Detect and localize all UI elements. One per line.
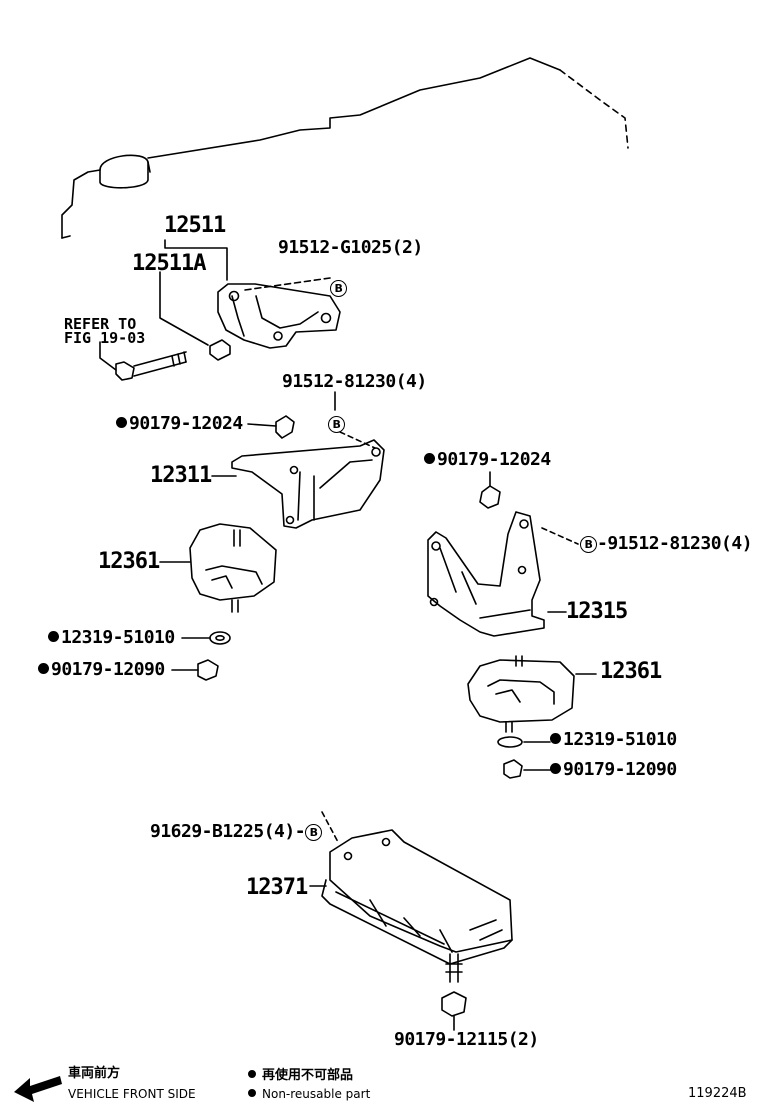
legend-nonreusable-en: Non-reusable part: [248, 1086, 370, 1102]
part-label-12361-right: 12361: [600, 659, 662, 684]
nonreusable-dot-icon: [424, 453, 435, 464]
part-label-90179-12024-left: 90179-12024: [116, 414, 243, 434]
bracket-12311: [211, 391, 385, 529]
nonreusable-dot-icon: [38, 663, 49, 674]
part-label-12311: 12311: [150, 463, 212, 488]
bolt-marker-icon: B: [330, 280, 347, 297]
legend-nonreusable-jp: 再使用不可部品: [248, 1068, 353, 1084]
nonreusable-dot-icon: [248, 1089, 256, 1097]
insulator-12361-right: [467, 655, 597, 733]
part-label-12511a: 12511A: [132, 251, 206, 276]
part-label-90179-12090-left: 90179-12090: [38, 660, 165, 680]
bolt-marker-g1025: B: [330, 278, 347, 298]
part-label-91512-81230-left: 91512-81230(4): [282, 371, 427, 392]
engine-outline: [61, 57, 629, 239]
bolt-marker-icon: B: [328, 416, 345, 433]
nut-12024-left: [247, 415, 295, 439]
nonreusable-dot-icon: [48, 631, 59, 642]
bracket-12511-leaders: [159, 239, 331, 346]
part-label-12371: 12371: [246, 875, 308, 900]
long-bolt: [99, 341, 187, 381]
part-label-90179-12024-right: 90179-12024: [424, 450, 551, 470]
bracket-12315: [427, 511, 579, 637]
nut-12090-left: [171, 659, 219, 681]
nut-12090-right: [503, 759, 551, 779]
nonreusable-dot-icon: [550, 733, 561, 744]
part-label-90179-12115: 90179-12115(2): [394, 1029, 539, 1050]
insulator-12361-left: [159, 523, 277, 613]
part-label-12319-51010-right: 12319-51010: [550, 730, 677, 750]
part-label-12511: 12511: [164, 213, 226, 238]
figure-id: 119224B: [688, 1086, 747, 1101]
part-label-91512-g1025: 91512-G1025(2): [278, 237, 423, 258]
bolt-marker-icon: B: [580, 536, 597, 553]
nut-12024-right: [479, 471, 501, 509]
part-label-91629-b1225: 91629-B1225(4)-B: [150, 822, 323, 842]
front-arrow-icon: [14, 1076, 62, 1102]
refer-to-line2: FIG 19-03: [64, 329, 146, 347]
bolt-marker-icon: B: [305, 824, 323, 841]
part-label-90179-12090-right: 90179-12090: [550, 760, 677, 780]
part-label-12319-51010-left: 12319-51010: [48, 628, 175, 648]
nut-12115: [441, 991, 467, 1031]
legend-front-jp: 車両前方: [68, 1066, 121, 1081]
part-label-12315: 12315: [566, 599, 628, 624]
nut-12511a: [209, 339, 231, 361]
part-label-12361-left: 12361: [98, 549, 160, 574]
nonreusable-dot-icon: [550, 763, 561, 774]
rear-insulator-12371: [309, 811, 513, 983]
washer-12319-right: [497, 736, 551, 748]
part-label-91512-81230-right: B-91512-81230(4): [580, 534, 753, 554]
engine-bracket-12511: [217, 283, 341, 349]
nonreusable-dot-icon: [116, 417, 127, 428]
washer-12319-left: [181, 631, 231, 645]
bolt-marker-81230-left: B: [328, 414, 345, 434]
nonreusable-dot-icon: [248, 1070, 256, 1078]
legend-front-en: VEHICLE FRONT SIDE: [68, 1087, 196, 1101]
refer-to-line1: REFER TO: [64, 315, 137, 333]
